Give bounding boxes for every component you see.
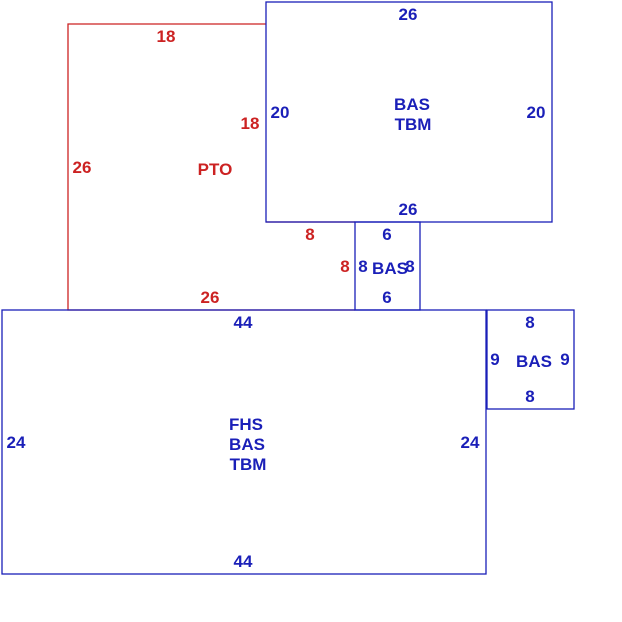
upper-bas-label-line2: TBM <box>395 115 432 134</box>
upper-bas-right-dimension: 20 <box>527 103 546 122</box>
main-right-dimension: 24 <box>461 433 480 452</box>
side-bas-top-dimension: 8 <box>525 313 534 332</box>
main-label-line2: BAS <box>229 435 265 454</box>
main-area-outline <box>1 309 487 575</box>
connector-bas-right-dimension: 8 <box>405 257 414 276</box>
porch-right-dimension: 18 <box>241 114 260 133</box>
upper-bas-bottom-dimension: 26 <box>399 200 418 219</box>
porch-top-dimension: 18 <box>157 27 176 46</box>
upper-bas-left-dimension: 20 <box>271 103 290 122</box>
main-label-line1: FHS <box>229 415 263 434</box>
main-top-dimension: 44 <box>234 313 253 332</box>
porch-bottom-dimension: 26 <box>201 288 220 307</box>
porch-left-dimension: 26 <box>73 158 92 177</box>
side-bas-bottom-dimension: 8 <box>525 387 534 406</box>
upper-bas-label-line1: BAS <box>394 95 430 114</box>
main-label-line3: TBM <box>230 455 267 474</box>
side-bas-outline <box>486 309 575 410</box>
main-left-dimension: 24 <box>7 433 26 452</box>
upper-bas-top-dimension: 26 <box>399 5 418 24</box>
connector-bas-top-dimension: 6 <box>382 225 391 244</box>
side-bas-right-dimension: 9 <box>560 350 569 369</box>
connector-bas-label: BAS <box>372 259 408 278</box>
connector-bas-left-dimension: 8 <box>358 257 367 276</box>
main-bottom-dimension: 44 <box>234 552 253 571</box>
side-bas-left-dimension: 9 <box>490 350 499 369</box>
side-bas-label: BAS <box>516 352 552 371</box>
porch-step-top-dimension: 8 <box>305 225 314 244</box>
connector-bas-bottom-dimension: 6 <box>382 288 391 307</box>
porch-label: PTO <box>198 160 233 179</box>
porch-step-side-dimension: 8 <box>340 257 349 276</box>
